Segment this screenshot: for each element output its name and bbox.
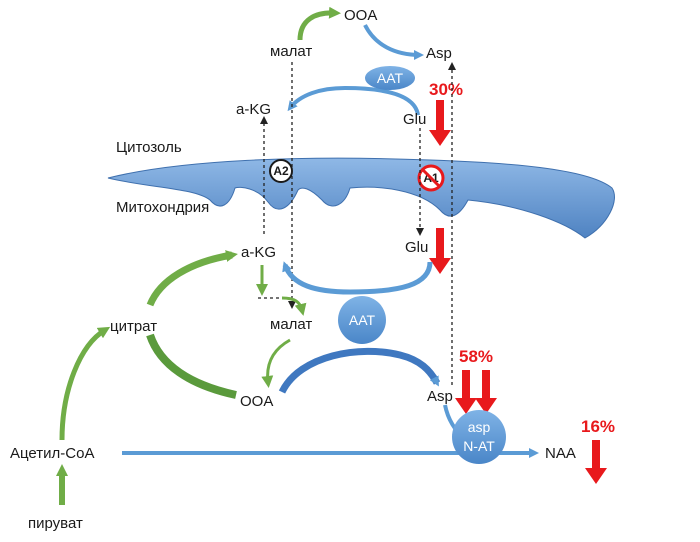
green-to-malat: [281, 296, 307, 316]
pct-30: 30%: [429, 80, 463, 99]
aat-mito-label: AAT: [349, 312, 376, 328]
ooa-to-asp-mito-arrow: [278, 347, 441, 394]
glu-to-akg-top-arrow: [287, 85, 420, 116]
akg-mito: a-KG: [241, 244, 276, 261]
pyruvate: пируват: [28, 515, 83, 532]
red-down-arrow-glu: [429, 228, 451, 274]
citrate-to-akg-arrow: [146, 250, 238, 307]
asp-mito: Asp: [427, 388, 453, 405]
glu-top: Glu: [403, 111, 426, 128]
asp-top: Asp: [426, 45, 452, 62]
red-down-arrow-30: [429, 100, 451, 146]
akg-top: a-KG: [236, 101, 271, 118]
aat-top-label: AAT: [377, 70, 404, 86]
malat-to-ooa-green: [261, 338, 291, 388]
malat-to-ooa-arrow: [297, 6, 341, 41]
ooa-to-citrate-arrow: [146, 333, 237, 399]
transporter-a2-label: A2: [273, 164, 289, 178]
red-down-arrow-16: [585, 440, 607, 484]
citrate: цитрат: [110, 318, 157, 335]
cytosol-label: Цитозоль: [116, 139, 182, 156]
ooa-top: OOA: [344, 7, 377, 24]
ooa-to-asp-arrow: [363, 24, 424, 60]
acetyl-coa: Ацетил-CoA: [10, 445, 94, 462]
mitochondrial-membrane: [107, 157, 615, 239]
asp-nat-label-1: asp: [468, 419, 491, 435]
malat-mito: малат: [270, 316, 312, 333]
asp-nat-label-2: N-AT: [463, 438, 495, 454]
ooa-mito: OOA: [240, 393, 273, 410]
pct-58: 58%: [459, 347, 493, 366]
acetylcoa-to-citrate-arrow: [59, 326, 111, 441]
red-down-arrow-58a: [455, 370, 477, 414]
malat-top: малат: [270, 43, 312, 60]
mitochondria-label: Митохондрия: [116, 199, 209, 216]
naa: NAA: [545, 445, 576, 462]
red-down-arrow-58b: [475, 370, 497, 414]
asp-nat-enzyme: [452, 410, 506, 464]
glu-to-akg-mito-arrow: [282, 261, 433, 295]
glu-mito: Glu: [405, 239, 428, 256]
aat-top-enzyme: [365, 66, 415, 90]
aat-mito-enzyme: [338, 296, 386, 344]
inhibition-slash: [421, 168, 441, 188]
pct-16: 16%: [581, 417, 615, 436]
